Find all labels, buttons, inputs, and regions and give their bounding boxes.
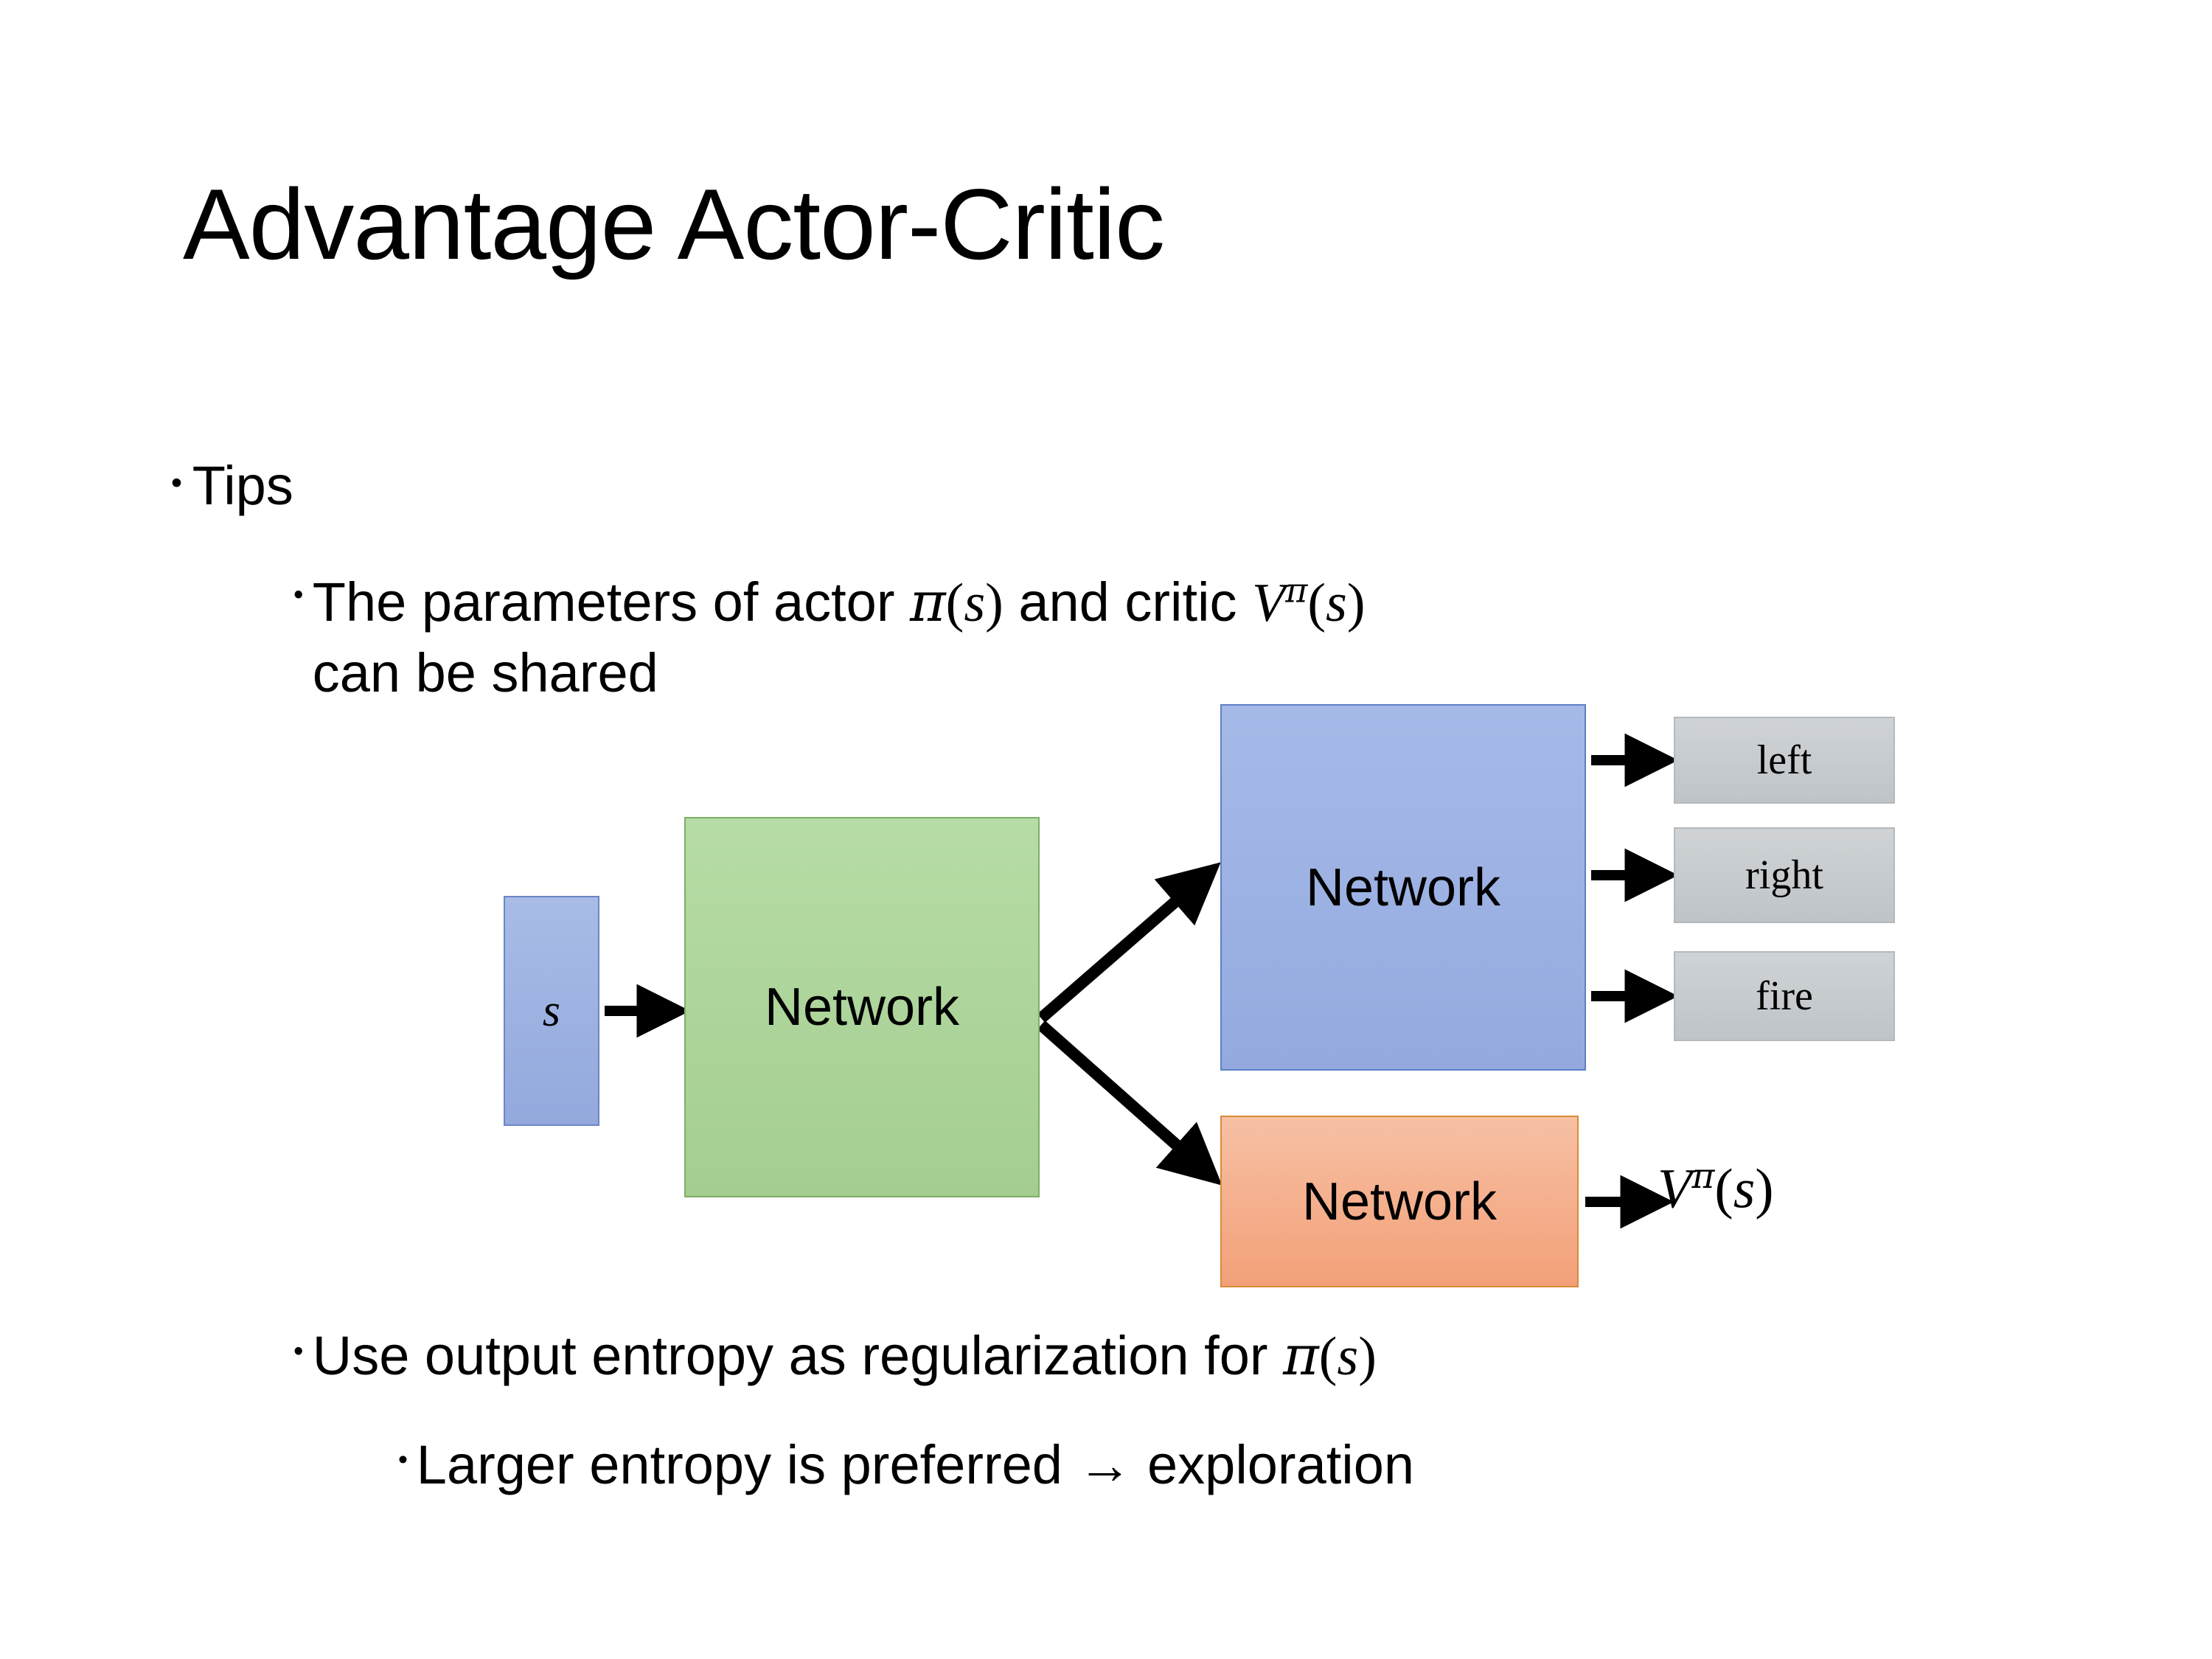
actor-network-label: Network <box>1305 858 1501 917</box>
input-state-box[interactable]: s <box>504 896 599 1126</box>
shared-network-box[interactable]: Network <box>684 817 1040 1197</box>
bullet-shared-text: The parameters of actor π(s) and critic … <box>313 568 1621 708</box>
bullet-marker-icon: • <box>398 1444 408 1475</box>
math-close-paren: ) <box>1346 573 1366 633</box>
action-label-left: left <box>1756 737 1812 783</box>
bullet-larger-entropy: • Larger entropy is preferred → explorat… <box>398 1433 1414 1496</box>
action-label-right: right <box>1745 852 1823 898</box>
bullet-larger-entropy-label: Larger entropy is preferred → exploratio… <box>416 1434 1415 1495</box>
shared-text-middle: and critic <box>1003 571 1253 633</box>
input-state-label: s <box>542 985 561 1036</box>
math-open-paren: ( <box>1318 1326 1338 1387</box>
bullet-entropy-regularization: • Use output entropy as regularization f… <box>293 1324 1377 1388</box>
shared-text-prefix: The parameters of actor <box>312 571 911 633</box>
math-pi-symbol: π <box>910 571 946 634</box>
bullet-shared-parameters: • The parameters of actor π(s) and criti… <box>293 568 1621 708</box>
shared-text-line2: can be shared <box>312 641 658 703</box>
math-close-paren: ) <box>1358 1326 1377 1387</box>
action-box-fire[interactable]: fire <box>1674 951 1895 1041</box>
critic-network-box[interactable]: Network <box>1220 1116 1579 1287</box>
math-value-symbol: V <box>1252 573 1286 633</box>
bullet-tips: • Tips <box>171 454 293 517</box>
arrow-shared-to-critic <box>1037 1020 1222 1186</box>
bullet-marker-icon: • <box>171 465 183 501</box>
math-pi-superscript: π <box>1691 1156 1715 1197</box>
action-box-right[interactable]: right <box>1674 827 1895 923</box>
bullet-marker-icon: • <box>293 578 304 611</box>
math-state-variable: s <box>1326 573 1347 633</box>
math-close-paren: ) <box>985 573 1004 633</box>
bullet-tips-label: Tips <box>192 455 293 516</box>
actor-network-box[interactable]: Network <box>1220 704 1586 1071</box>
math-pi-symbol: π <box>1283 1324 1319 1388</box>
critic-network-label: Network <box>1301 1172 1498 1231</box>
arrow-shared-to-actor <box>1037 862 1221 1023</box>
slide-title: Advantage Actor-Critic <box>183 168 1165 280</box>
math-state-variable: s <box>964 573 986 633</box>
math-close-paren: ) <box>1755 1158 1774 1220</box>
shared-network-label: Network <box>764 978 960 1037</box>
math-open-paren: ( <box>945 573 964 633</box>
math-state-variable: s <box>1733 1158 1756 1220</box>
math-value-symbol: V <box>1658 1158 1692 1220</box>
math-state-variable: s <box>1337 1326 1359 1387</box>
action-box-left[interactable]: left <box>1674 717 1895 804</box>
bullet-entropy-text: Use output entropy as regularization for… <box>313 1324 1377 1388</box>
bullet-marker-icon: • <box>293 1335 304 1367</box>
math-pi-superscript: π <box>1285 570 1308 611</box>
entropy-text-prefix: Use output entropy as regularization for <box>312 1325 1284 1386</box>
math-open-paren: ( <box>1307 573 1326 633</box>
critic-value-output: Vπ(s) <box>1658 1156 1774 1221</box>
action-label-fire: fire <box>1756 973 1813 1019</box>
math-open-paren: ( <box>1714 1158 1733 1220</box>
